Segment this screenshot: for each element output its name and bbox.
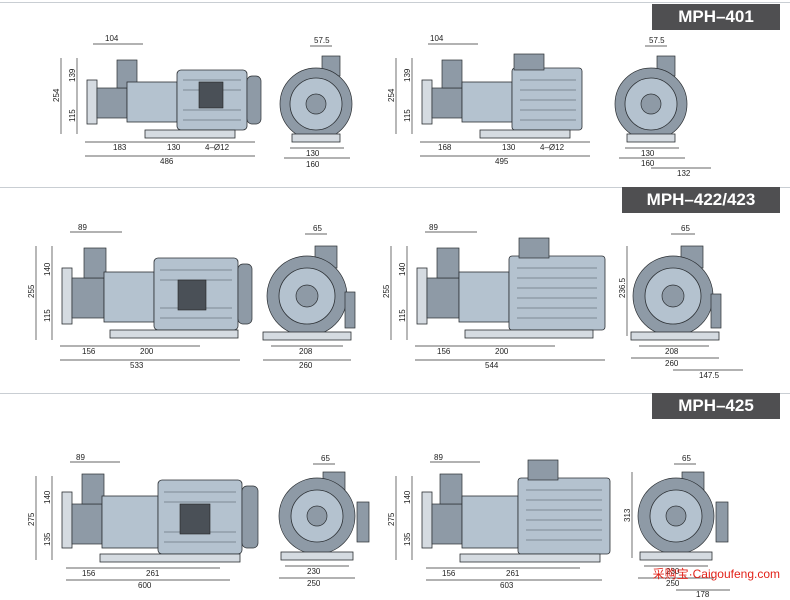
dim-htot: 275 <box>27 512 36 526</box>
dim-btot: 533 <box>130 361 144 370</box>
dim-b1: 156 <box>437 347 451 356</box>
dim-top: 89 <box>78 223 87 232</box>
dim-b2: 200 <box>495 347 509 356</box>
dim-h2: 115 <box>403 109 412 122</box>
end-view-drawing: 65 208 260 <box>262 224 356 370</box>
dim-b1: 230 <box>307 567 321 576</box>
side-view-drawing: 89 140 135 275 156 261 600 <box>27 453 259 590</box>
end-view-drawing: 57.5 130 160 132 <box>614 36 711 178</box>
dim-btot: 600 <box>138 581 152 590</box>
dim-b2: 261 <box>506 569 520 578</box>
dim-top: 57.5 <box>649 36 665 45</box>
dim-b2: 130 <box>502 143 516 152</box>
dim-b2: 130 <box>167 143 181 152</box>
dim-htot: 275 <box>387 512 396 526</box>
dim-b1: 208 <box>665 347 679 356</box>
side-view-drawing: 104 139 115 254 183 130 4–Ø12 486 <box>52 34 262 166</box>
dim-top: 65 <box>681 224 690 233</box>
dim-top: 89 <box>76 453 85 462</box>
dim-top: 57.5 <box>314 36 330 45</box>
dim-htot: 254 <box>52 88 61 102</box>
dim-top: 65 <box>682 454 691 463</box>
dim-b1: 208 <box>299 347 313 356</box>
dim-b2: 260 <box>299 361 313 370</box>
watermark: 采购宝·Caigoufeng.com <box>652 567 780 581</box>
dim-bolt: 4–Ø12 <box>540 143 565 152</box>
dim-htot: 255 <box>27 284 36 298</box>
end-view-drawing: 65 313 230 250 178 <box>623 454 730 599</box>
dim-h1: 139 <box>68 68 77 82</box>
dim-btot: 544 <box>485 361 499 370</box>
dim-top: 65 <box>321 454 330 463</box>
dim-h1: 140 <box>403 490 412 504</box>
dim-b1: 230 <box>666 567 680 576</box>
dim-b3: 178 <box>696 590 710 599</box>
dim-b2: 250 <box>666 579 680 588</box>
dim-b2: 260 <box>665 359 679 368</box>
dim-bolt: 4–Ø12 <box>205 143 230 152</box>
section-title-mph-401: MPH–401 <box>652 4 780 30</box>
section-title-mph-422-423: MPH–422/423 <box>622 187 780 213</box>
section-divider-3 <box>0 393 790 394</box>
dim-h1: 140 <box>398 262 407 276</box>
dim-top: 65 <box>313 224 322 233</box>
dim-top: 89 <box>434 453 443 462</box>
dim-b2: 160 <box>641 159 655 168</box>
side-view-drawing: 89 140 115 255 156 200 544 <box>382 223 606 370</box>
dim-b1: 168 <box>438 143 452 152</box>
section-divider-1 <box>0 2 790 3</box>
dim-side: 236.5 <box>618 277 627 298</box>
side-view-drawing: 104 139 115 254 168 130 4–Ø12 495 <box>387 34 590 166</box>
dim-b1: 183 <box>113 143 127 152</box>
dim-h2: 135 <box>403 532 412 546</box>
dim-b1: 156 <box>82 569 96 578</box>
dim-b1: 156 <box>82 347 96 356</box>
end-view-drawing: 65 230 250 <box>278 454 370 588</box>
dim-b3: 147.5 <box>699 371 720 380</box>
dim-btot: 495 <box>495 157 509 166</box>
dim-b2: 200 <box>140 347 154 356</box>
dim-top: 104 <box>430 34 444 43</box>
dim-htot: 254 <box>387 88 396 102</box>
dim-h2: 115 <box>43 309 52 322</box>
dim-h2: 135 <box>43 532 52 546</box>
side-view-drawing: 89 140 115 255 156 200 533 <box>27 223 253 370</box>
dim-top: 89 <box>429 223 438 232</box>
dim-top: 104 <box>105 34 119 43</box>
dim-htot: 255 <box>382 284 391 298</box>
dim-h1: 140 <box>43 490 52 504</box>
end-view-drawing: 57.5 130 160 <box>279 36 353 169</box>
side-view-drawing: 89 140 135 275 156 261 603 <box>387 453 611 590</box>
dim-b3: 132 <box>677 169 691 178</box>
dim-b2: 261 <box>146 569 160 578</box>
dim-btot: 603 <box>500 581 514 590</box>
dim-h2: 115 <box>398 309 407 322</box>
dim-h1: 140 <box>43 262 52 276</box>
dim-b1: 130 <box>306 149 320 158</box>
dim-b1: 130 <box>641 149 655 158</box>
dim-b2: 250 <box>307 579 321 588</box>
dim-btot: 486 <box>160 157 174 166</box>
section-title-mph-425: MPH–425 <box>652 393 780 419</box>
dim-side: 313 <box>623 508 632 522</box>
dim-h1: 139 <box>403 68 412 82</box>
section-divider-2 <box>0 187 790 188</box>
dim-b1: 156 <box>442 569 456 578</box>
end-view-drawing: 65 236.5 208 260 147.5 <box>618 224 743 380</box>
dim-h2: 115 <box>68 109 77 122</box>
dim-b2: 160 <box>306 160 320 169</box>
